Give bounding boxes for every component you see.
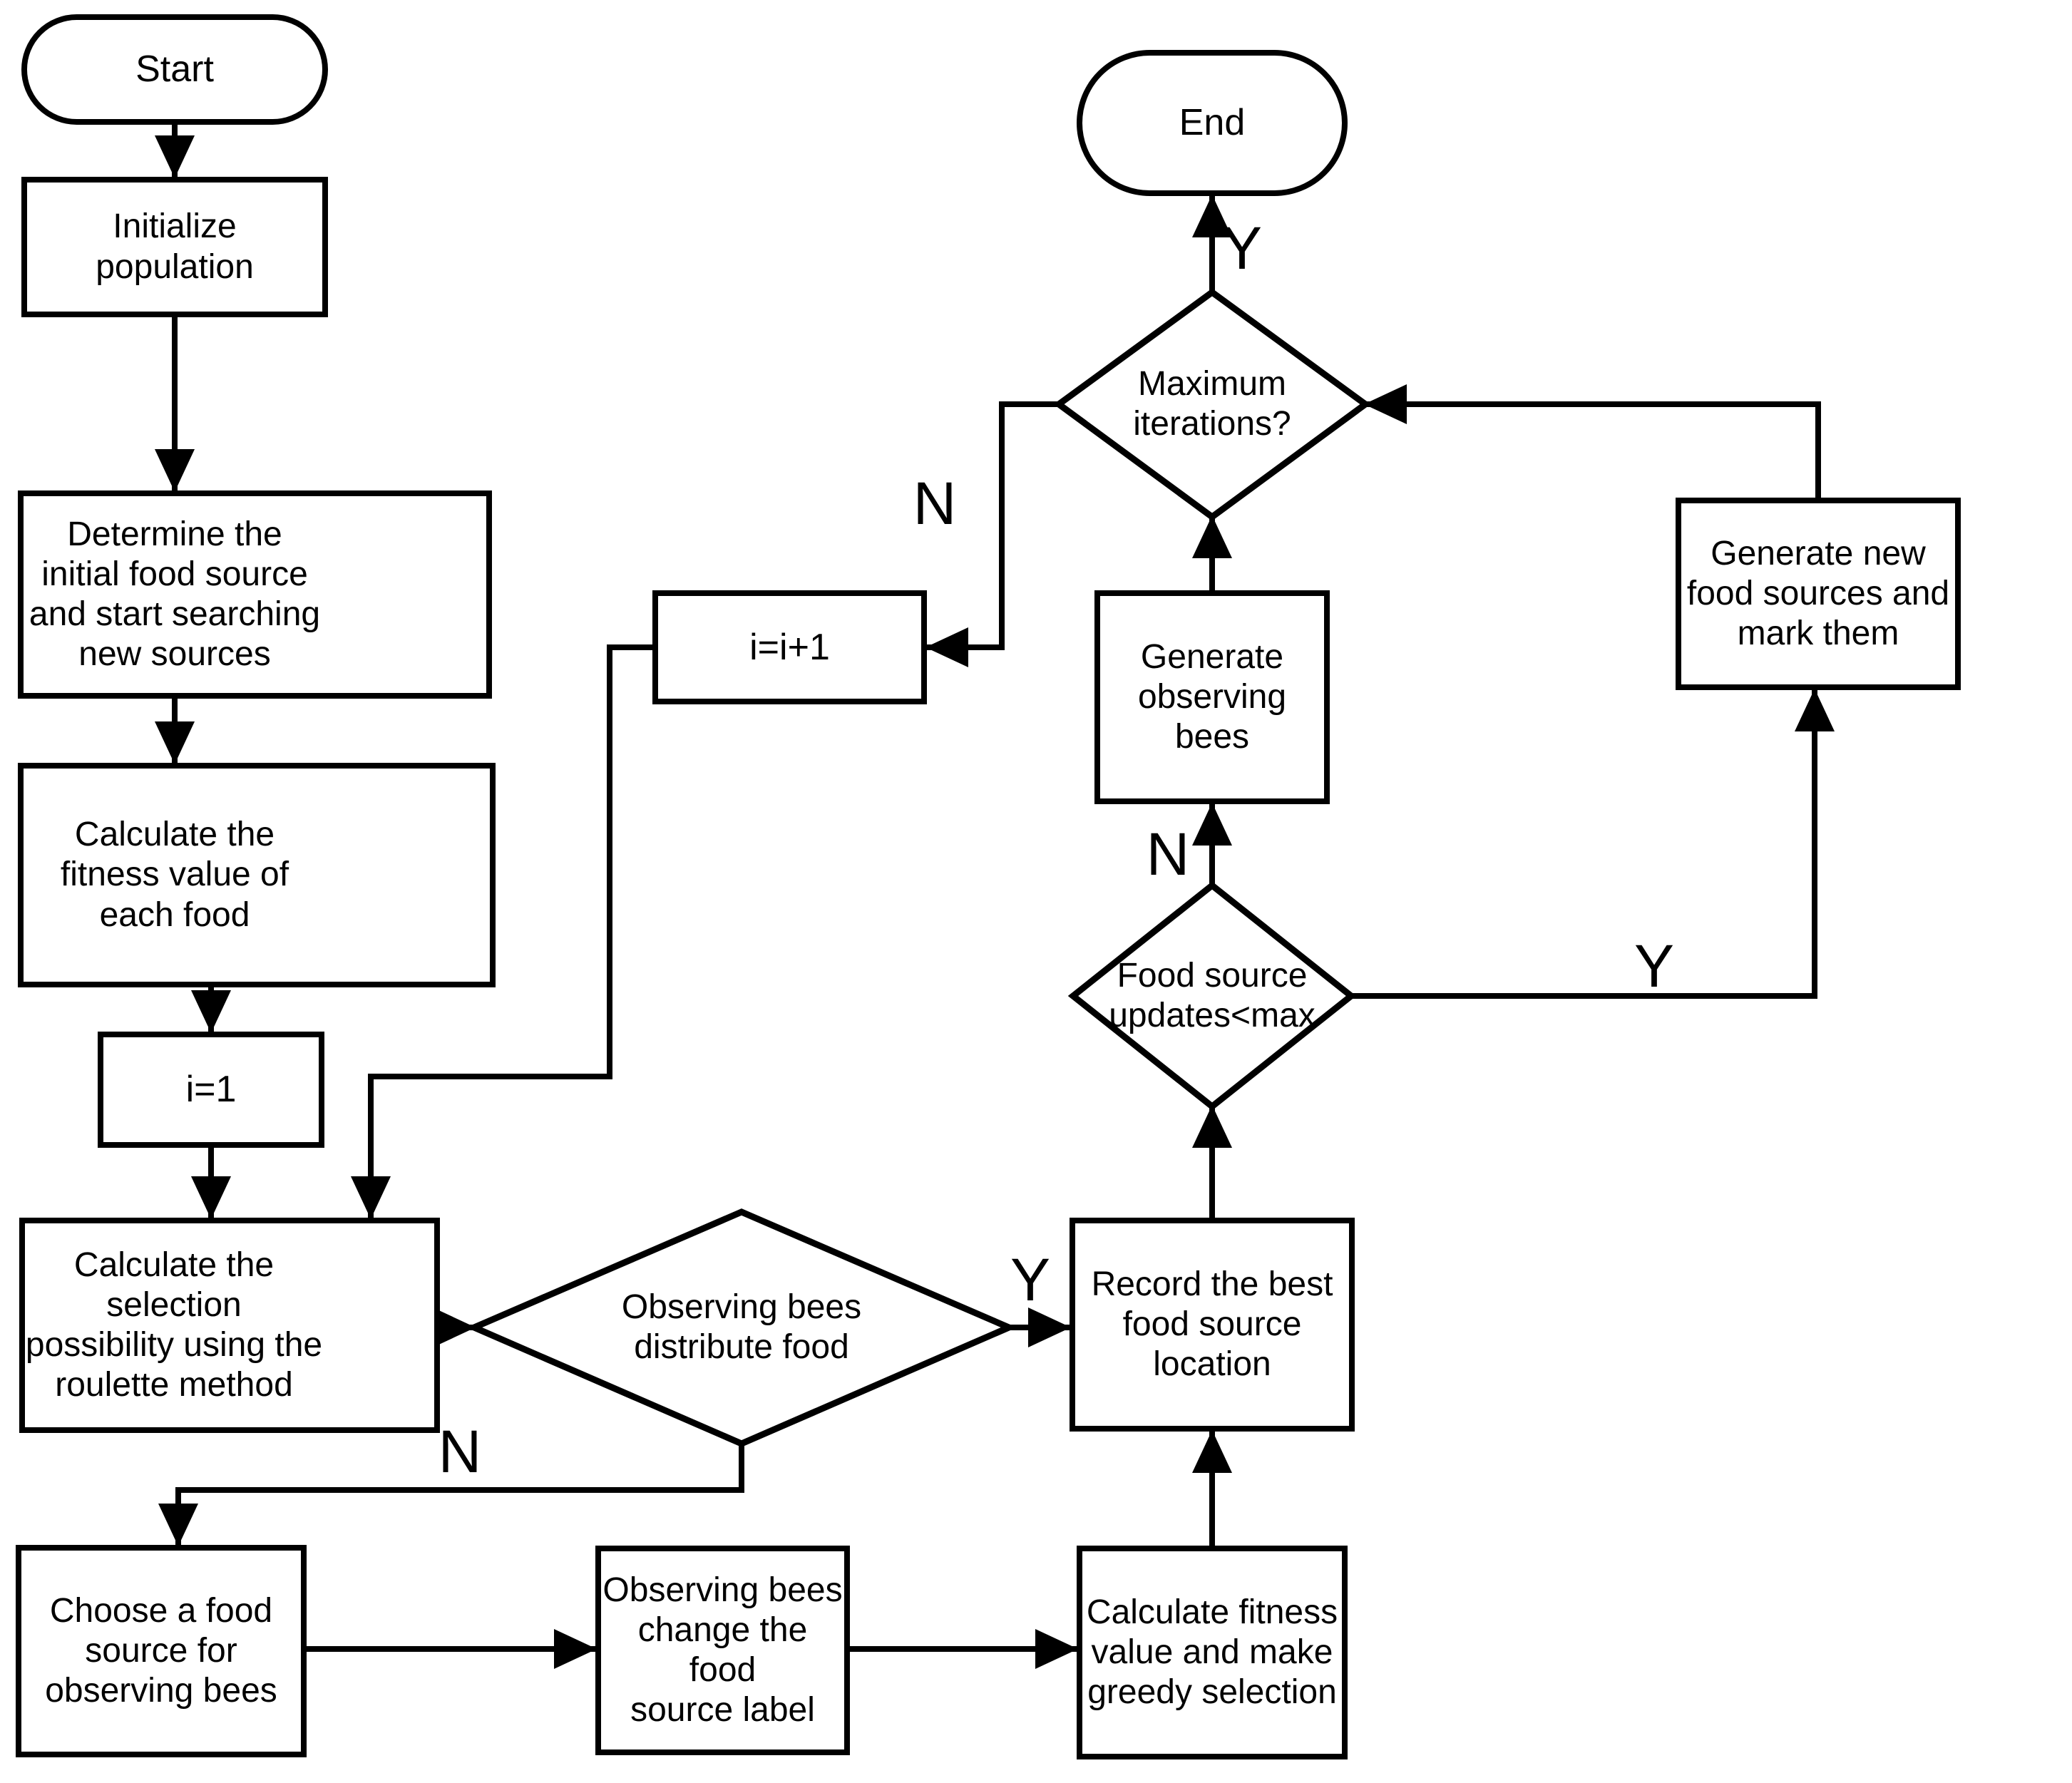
branch-label-max-iterations-yes: Y (1221, 215, 1263, 282)
edge-maxiter-no-to-iplus1 (925, 401, 1059, 667)
node-end: End (1077, 50, 1348, 196)
label-observing-bees-distribute-food: Observing bees distribute food (621, 1288, 862, 1366)
decision-food-updates (1067, 881, 1357, 1111)
node-start: Start (21, 14, 328, 125)
node-observing-bees-change-label: Observing bees change the food source la… (595, 1546, 850, 1755)
node-generate-observing-bees: Generate observing bees (1094, 590, 1330, 804)
branch-label-observing-distribute-yes: Y (1010, 1246, 1051, 1313)
node-generate-new-food-sources: Generate new food sources and mark them (1676, 498, 1961, 690)
edge-fooddiamond-yes-to-generatenew (1351, 689, 1835, 999)
edge-observingdiamond-no-to-choose (158, 1444, 744, 1546)
edge-iplus1-loop-to-calcselection (351, 644, 652, 1219)
edge-generatenew-to-maxiter (1364, 384, 1821, 498)
node-determine-initial-food-source: Determine the initial food source and st… (18, 490, 492, 699)
node-initialize-population: Initialize population (21, 177, 328, 317)
node-calculate-fitness-value: Calculate the fitness value of each food (18, 763, 496, 987)
node-choose-food-source: Choose a food source for observing bees (16, 1545, 307, 1757)
node-i-equals-1: i=1 (98, 1032, 324, 1148)
label-maximum-iterations: Maximum iterations? (1133, 364, 1291, 443)
branch-label-max-iterations-no: N (913, 470, 957, 537)
branch-label-observing-distribute-no: N (438, 1418, 482, 1485)
branch-label-food-updates-yes: Y (1634, 932, 1675, 1000)
node-calculate-selection-possibility: Calculate the selection possibility usin… (19, 1218, 440, 1433)
branch-label-food-updates-no: N (1146, 821, 1190, 888)
node-calculate-fitness-greedy-selection: Calculate fitness value and make greedy … (1077, 1546, 1348, 1759)
decision-max-iterations (1053, 288, 1371, 521)
node-i-plus-1: i=i+1 (652, 590, 927, 704)
label-food-source-updates: Food source updates<max (1109, 956, 1315, 1034)
decision-observing-distribute (466, 1208, 1017, 1447)
node-record-best-food-source: Record the best food source location (1070, 1218, 1355, 1432)
